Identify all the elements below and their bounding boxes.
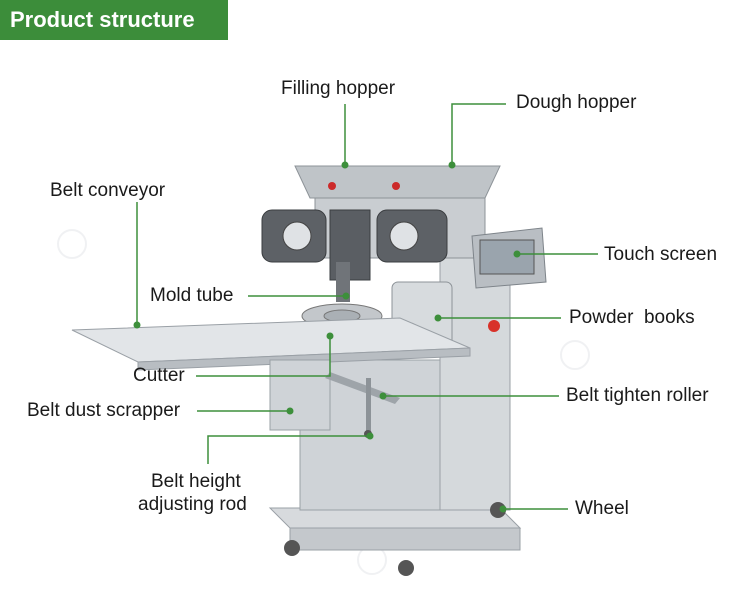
label-touch-screen: Touch screen bbox=[604, 244, 718, 265]
touch-screen-panel bbox=[471, 227, 547, 289]
product-structure-title: Product structure bbox=[0, 0, 228, 40]
roller-assembly bbox=[261, 209, 448, 281]
label-filling-hopper: Filling hopper bbox=[281, 78, 396, 99]
label-mold-tube: Mold tube bbox=[150, 285, 234, 306]
label-belt-height-line1: Belt height bbox=[151, 471, 241, 492]
label-cutter: Cutter bbox=[133, 365, 185, 386]
label-belt-dust-scrapper: Belt dust scrapper bbox=[27, 400, 181, 421]
belt-conveyor-arm bbox=[71, 317, 471, 431]
leader-dots bbox=[133, 161, 521, 513]
label-belt-height-line2: adjusting rod bbox=[138, 494, 247, 515]
label-dough-hopper: Dough hopper bbox=[516, 92, 637, 113]
machine-base bbox=[268, 249, 522, 551]
label-wheel: Wheel bbox=[575, 498, 629, 519]
label-powder-books: Powder books bbox=[569, 307, 695, 328]
label-belt-conveyor: Belt conveyor bbox=[50, 180, 166, 201]
leader-lines bbox=[136, 103, 598, 510]
label-belt-tighten-roller: Belt tighten roller bbox=[566, 385, 709, 406]
